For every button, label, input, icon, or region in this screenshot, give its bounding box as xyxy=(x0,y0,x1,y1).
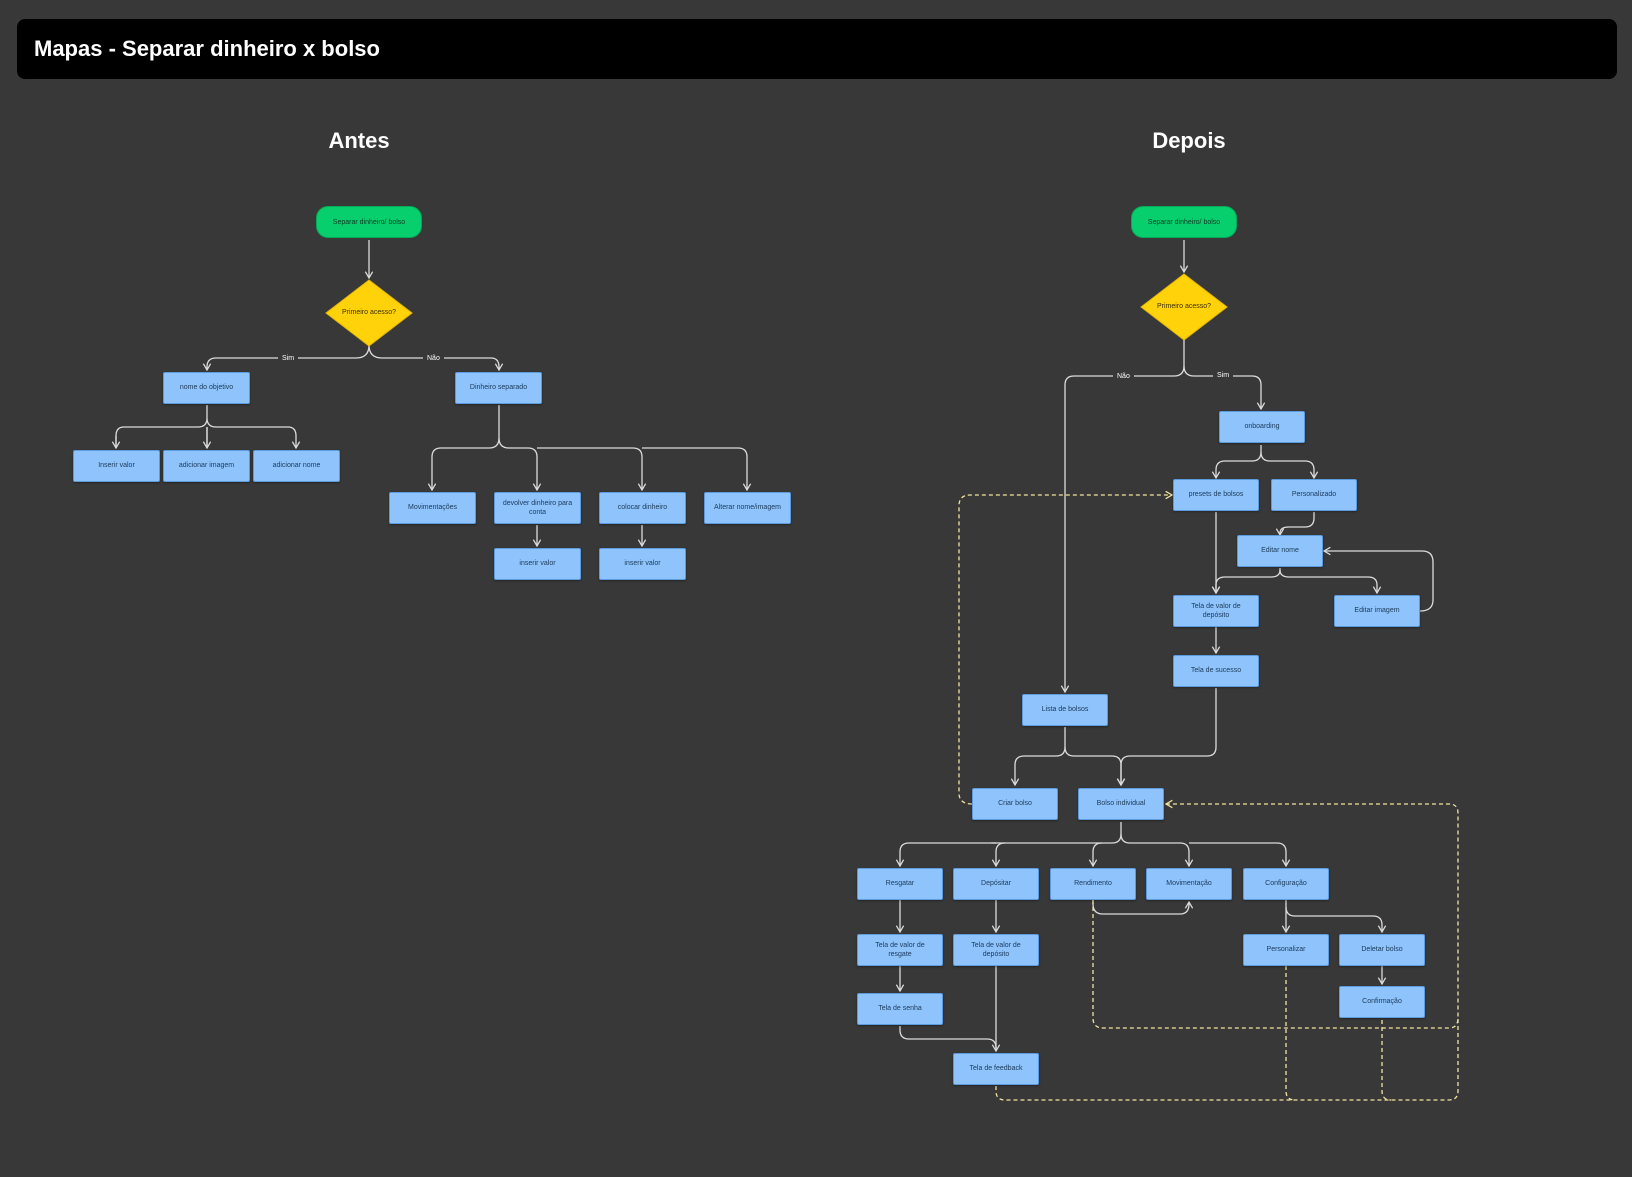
depois-node-senha: Tela de senha xyxy=(857,993,943,1025)
edge-antes-decision-nao xyxy=(368,344,504,372)
depois-node-valor-deposito-1: Tela de valor de depósito xyxy=(1173,595,1259,627)
antes-node-alterar: Alterar nome/imagem xyxy=(704,492,791,524)
depois-edge-label-nao: Não xyxy=(1113,372,1134,381)
section-title-depois: Depois xyxy=(1152,128,1226,153)
antes-start-node: Separar dinheiro/ bolso xyxy=(316,206,422,238)
depois-node-valor-resgate: Tela de valor de resgate xyxy=(857,934,943,966)
edge-antes-decision-sim xyxy=(202,344,370,372)
antes-edge-label-sim: Sim xyxy=(278,354,299,363)
dashed-rendimento-loop xyxy=(1092,799,1459,1029)
depois-node-rendimento: Rendimento xyxy=(1050,868,1136,900)
dashed-confirmacao-loop xyxy=(1381,1020,1392,1101)
section-title-antes: Antes xyxy=(328,128,390,153)
depois-node-feedback: Tela de feedback xyxy=(953,1053,1039,1085)
antes-edge-label-nao: Não xyxy=(423,354,444,363)
depois-node-depositar: Depósitar xyxy=(953,868,1039,900)
header-bar: Mapas - Separar dinheiro x bolso xyxy=(17,19,1617,79)
depois-node-lista: Lista de bolsos xyxy=(1022,694,1108,726)
depois-node-valor-deposito-2: Tela de valor de depósito xyxy=(953,934,1039,966)
depois-node-editar-nome: Editar nome xyxy=(1237,535,1323,567)
depois-node-personalizar: Personalizar xyxy=(1243,934,1329,966)
antes-node-adicionar-nome: adicionar nome xyxy=(253,450,340,482)
edge-antes-separado-children xyxy=(427,405,500,492)
edge-depois-editar-children xyxy=(1211,568,1281,595)
antes-decision-label: Primeiro acesso? xyxy=(341,309,397,317)
edge-depois-sucesso-bolso xyxy=(1116,688,1217,787)
depois-node-editar-imagem: Editar imagem xyxy=(1334,595,1420,627)
depois-node-bolso-individual: Bolso individual xyxy=(1078,788,1164,820)
edge-depois-decision-nao xyxy=(1060,340,1185,694)
depois-node-onboarding: onboarding xyxy=(1219,411,1305,443)
depois-start-node: Separar dinheiro/ bolso xyxy=(1131,206,1237,238)
depois-decision-label: Primeiro acesso? xyxy=(1156,303,1212,311)
antes-node-colocar: colocar dinheiro xyxy=(599,492,686,524)
depois-node-deletar: Deletar bolso xyxy=(1339,934,1425,966)
depois-node-personalizado: Personalizado xyxy=(1271,479,1357,511)
antes-node-dinheiro-separado: Dinheiro separado xyxy=(455,372,542,404)
antes-node-inserir-valor-2: inserir valor xyxy=(494,548,581,580)
edge-depois-senha-feedback xyxy=(899,1026,997,1049)
edge-depois-rendimento-movimentacao xyxy=(1092,900,1194,915)
antes-node-inserir-valor: Inserir valor xyxy=(73,450,160,482)
edge-depois-config-children xyxy=(1285,900,1387,934)
edge-depois-onboarding-children xyxy=(1211,445,1262,480)
depois-node-resgatar: Resgatar xyxy=(857,868,943,900)
depois-node-presets: presets de bolsos xyxy=(1173,479,1259,511)
edge-depois-lista-children xyxy=(1010,727,1066,787)
depois-node-configuracao: Configuração xyxy=(1243,868,1329,900)
dashed-personalizar-loop xyxy=(1285,966,1296,1101)
antes-decision-diamond xyxy=(325,279,413,347)
depois-edge-label-sim: Sim xyxy=(1213,371,1234,380)
page-title: Mapas - Separar dinheiro x bolso xyxy=(34,36,380,61)
depois-node-confirmacao: Confirmação xyxy=(1339,986,1425,1018)
edge-depois-personalizado-editar xyxy=(1275,512,1315,537)
antes-node-adicionar-imagem: adicionar imagem xyxy=(163,450,250,482)
antes-node-devolver: devolver dinheiro para conta xyxy=(494,492,581,524)
edge-depois-decision-sim xyxy=(1183,365,1266,411)
antes-node-inserir-valor-3: inserir valor xyxy=(599,548,686,580)
antes-node-nome-objetivo: nome do objetivo xyxy=(163,372,250,404)
antes-node-movimentacoes: Movimentações xyxy=(389,492,476,524)
depois-node-movimentacao: Movimentação xyxy=(1146,868,1232,900)
edge-antes-objetivo-children xyxy=(115,405,296,448)
edge-depois-editarimagem-editarnome xyxy=(1322,546,1434,612)
depois-node-sucesso: Tela de sucesso xyxy=(1173,655,1259,687)
dashed-feedback-loop xyxy=(995,1018,1459,1101)
dashed-criar-presets xyxy=(958,490,1174,805)
depois-node-criar: Criar bolso xyxy=(972,788,1058,820)
edge-depois-bolso-children xyxy=(895,822,1122,868)
